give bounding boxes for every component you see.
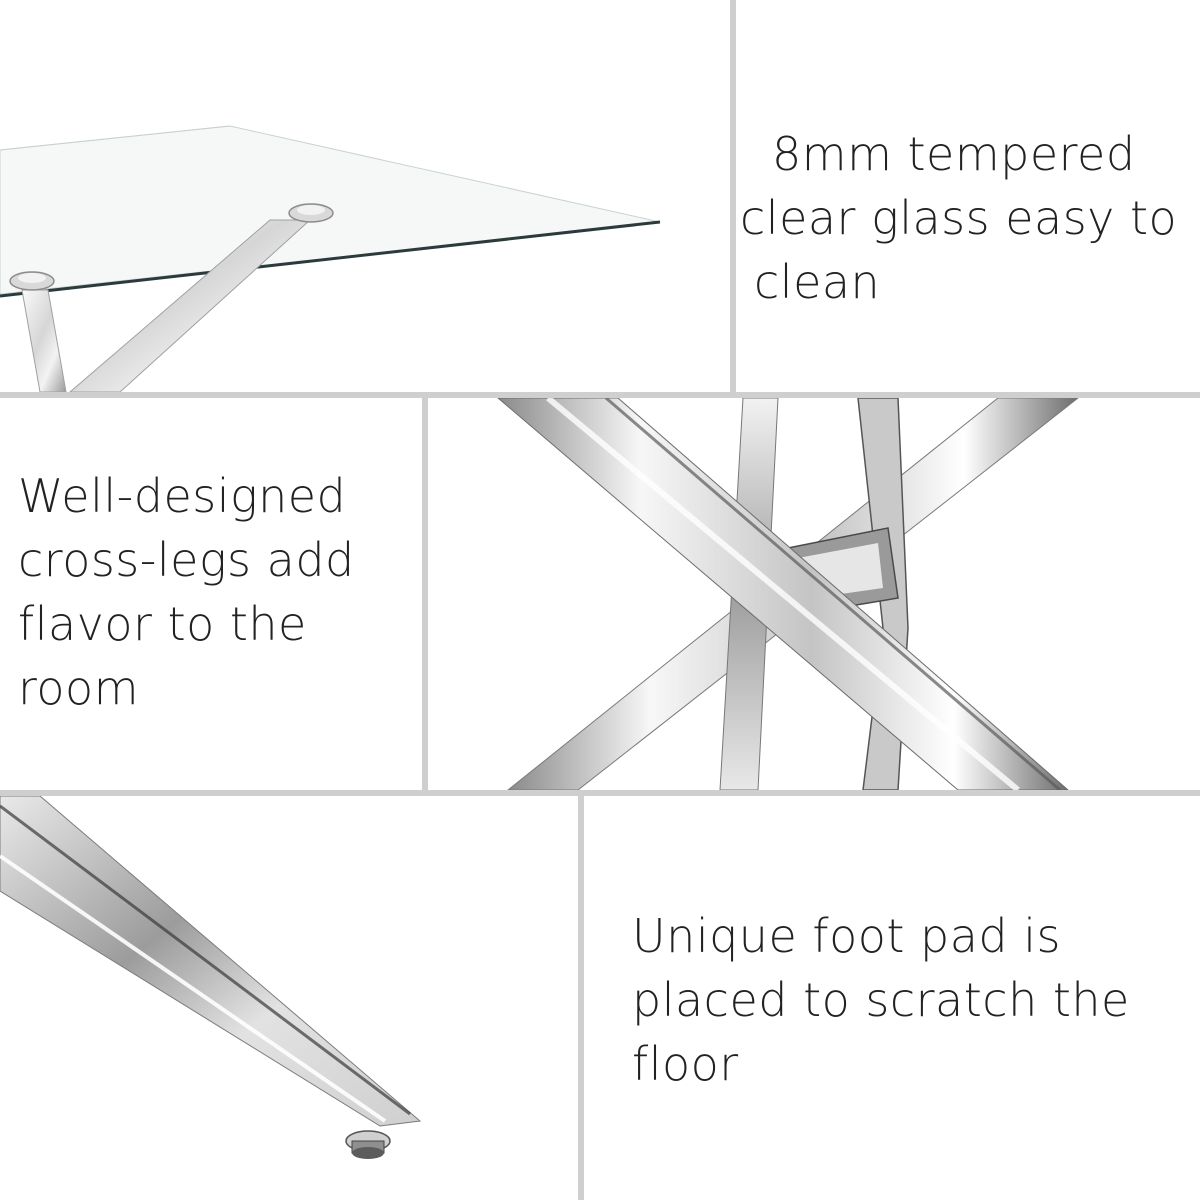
caption-line: Unique foot pad is [632,909,1061,963]
cross-legs-photo [428,398,1200,790]
caption-line: room [18,661,139,715]
divider-vertical-middle [422,398,428,790]
caption-line: clean [754,255,881,309]
caption-line: floor [632,1037,739,1091]
divider-vertical-top [730,0,736,392]
cross-legs-illustration [497,398,1079,790]
caption-line: flavor to the [18,597,307,651]
caption-line: placed to scratch the [632,973,1130,1027]
caption-line: clear glass easy to [740,191,1178,245]
foot-caption-panel: Unique foot pad is placed to scratch the… [584,796,1200,1200]
divider-horizontal-top [0,392,1200,398]
foot-pad-photo [0,796,578,1200]
glass-caption: 8mm tempered clear glass easy to clean [740,122,1177,314]
glass-caption-panel: 8mm tempered clear glass easy to clean [736,0,1200,392]
caption-line: 8mm tempered [772,127,1136,181]
foot-pad-illustration [0,796,422,1159]
glass-edge [0,220,661,298]
foot-caption: Unique foot pad is placed to scratch the… [632,904,1130,1096]
chrome-leg [0,796,422,1127]
divider-horizontal-bottom [0,790,1200,796]
divider-vertical-bottom [578,796,584,1200]
legs-caption-panel: Well-designed cross-legs add flavor to t… [0,398,422,790]
chrome-leg [21,289,67,392]
caption-line: cross-legs add [18,533,355,587]
glass-top-illustration [0,125,661,392]
legs-caption: Well-designed cross-legs add flavor to t… [18,464,355,720]
caption-line: Well-designed [18,469,347,523]
glass-top-photo [0,0,730,392]
